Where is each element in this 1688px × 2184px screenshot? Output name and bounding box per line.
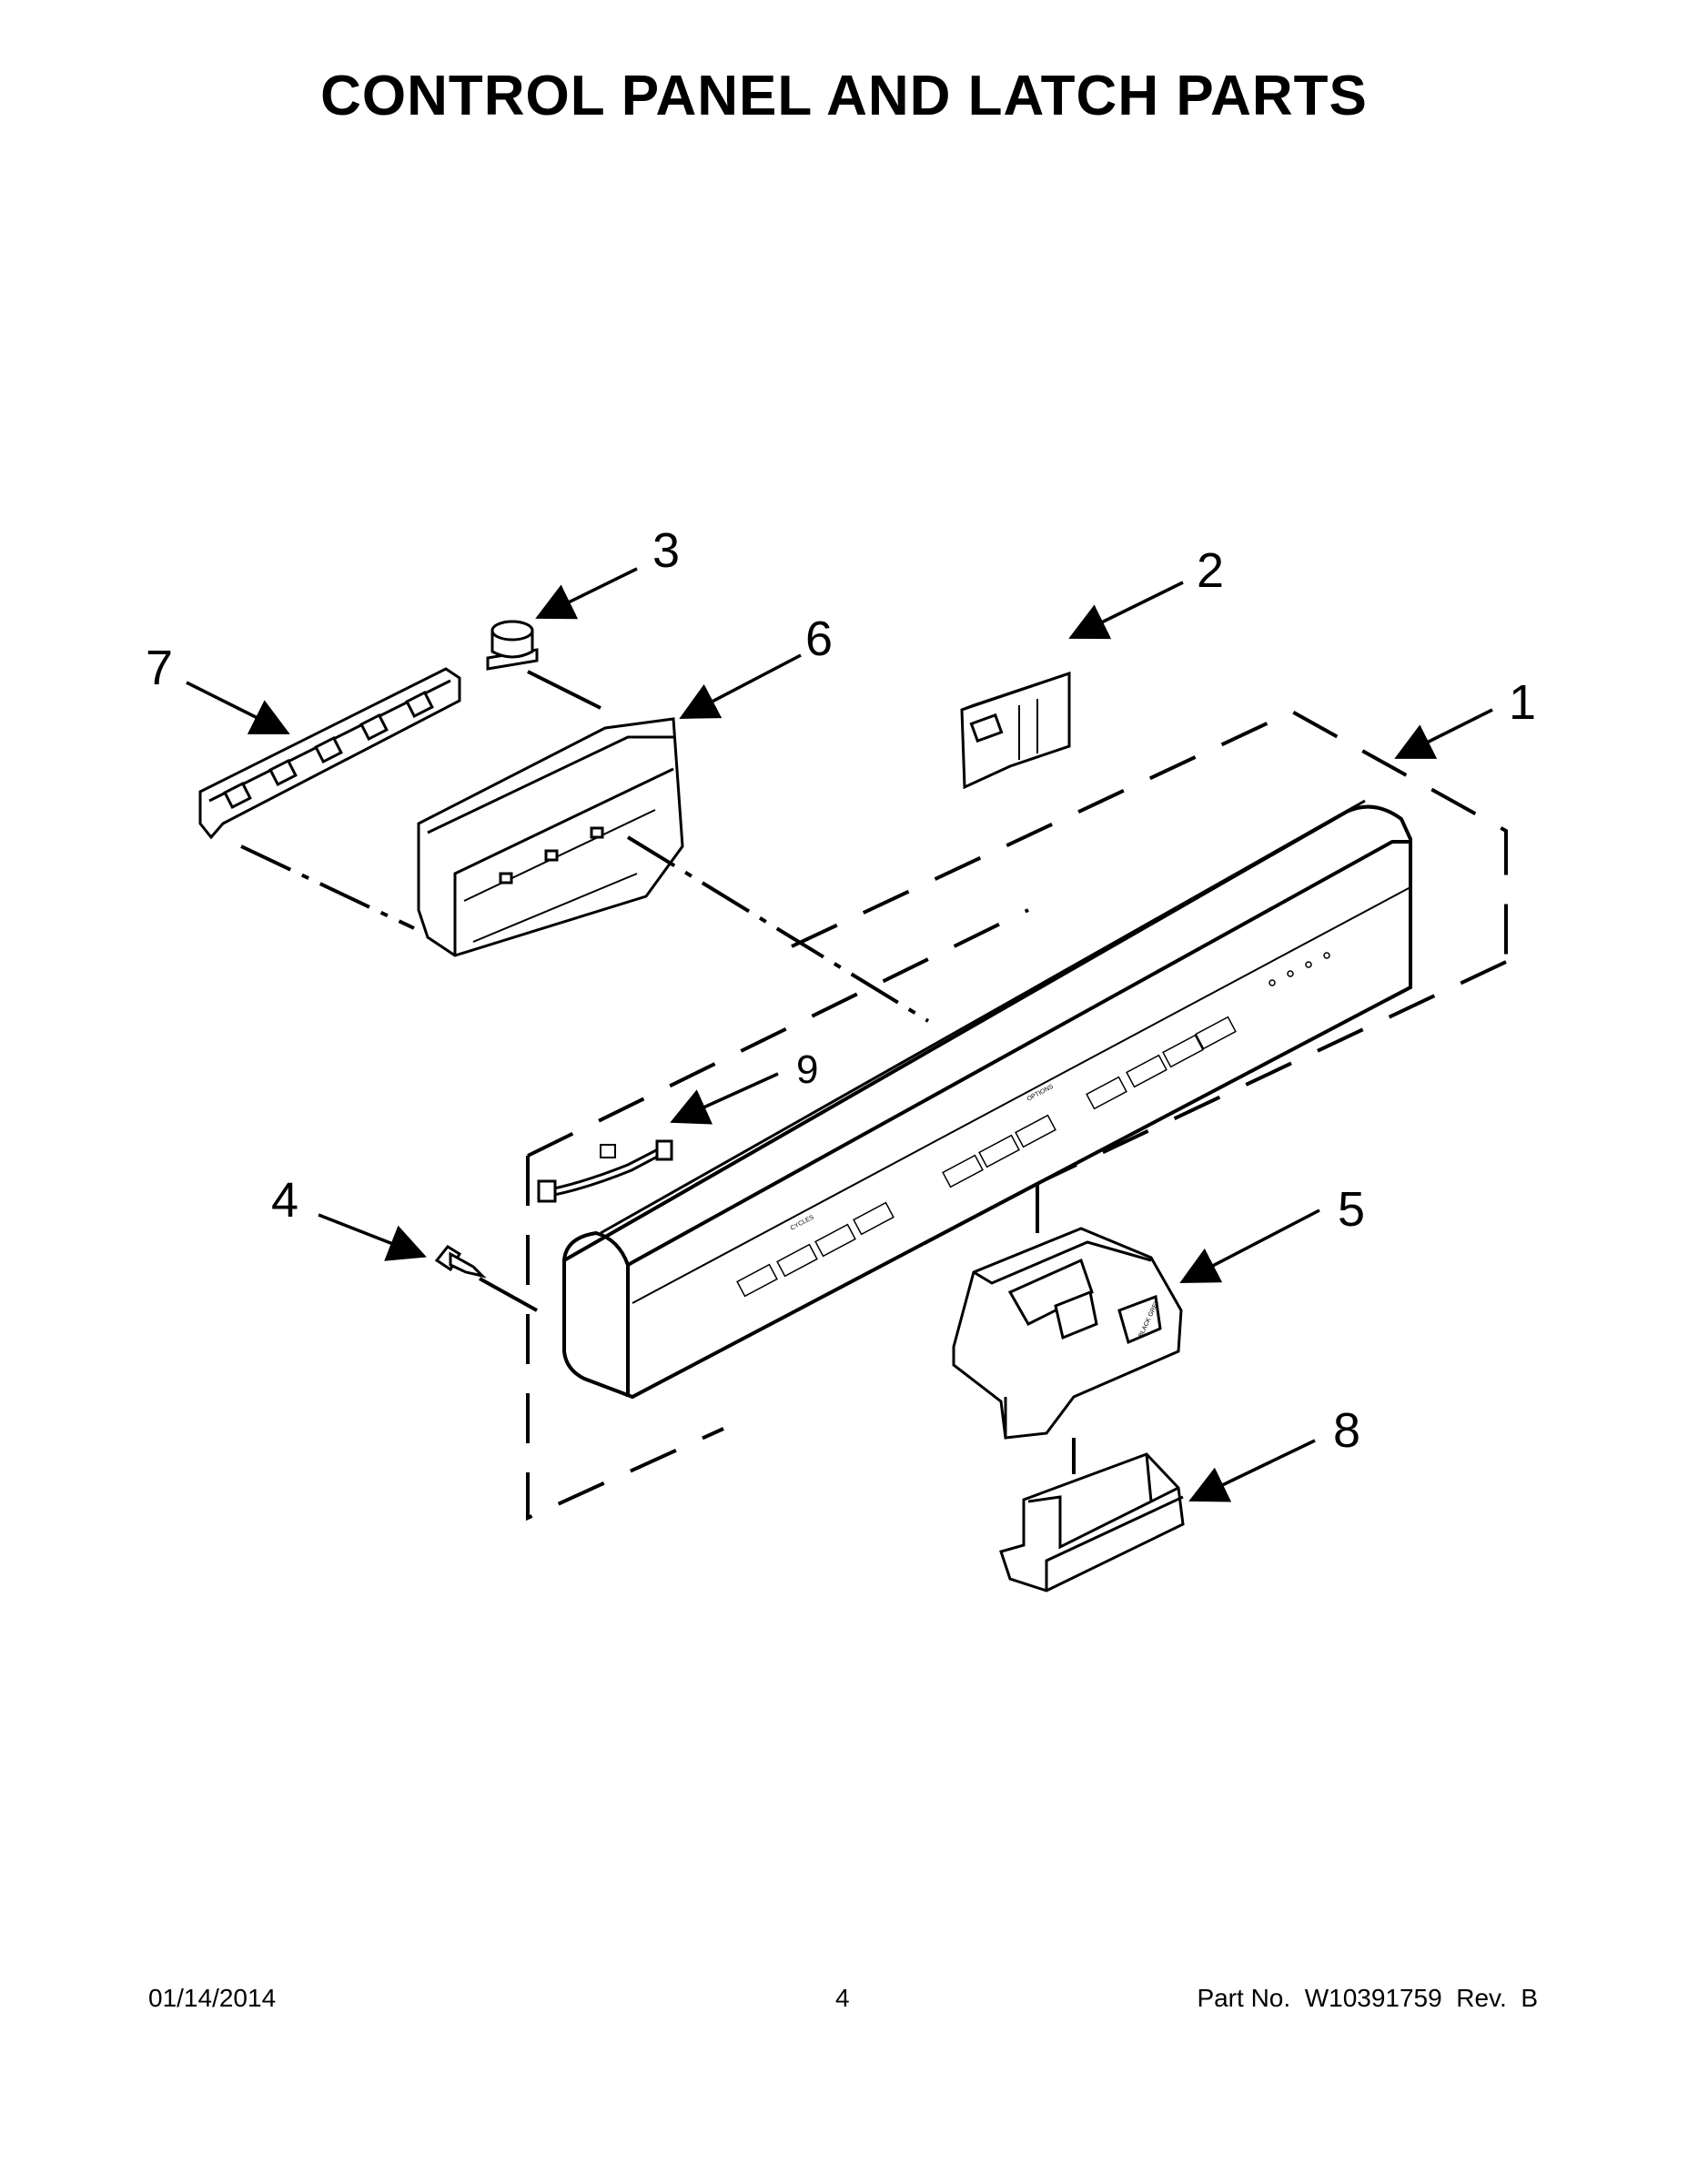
callout-9: 9	[796, 1047, 818, 1092]
bracket-part-7	[198, 667, 461, 840]
callout-labels: 1 2 3 4 5 6 7 8 9	[146, 523, 1536, 1458]
callout-1: 1	[1509, 675, 1536, 730]
latch-assembly-part-5	[952, 1227, 1183, 1440]
page-title: CONTROL PANEL AND LATCH PARTS	[320, 65, 1368, 127]
assembly-solid-leaders	[479, 670, 1076, 1474]
callout-6: 6	[805, 612, 833, 666]
wire-harness-part-9	[537, 1139, 673, 1203]
control-panel-console	[562, 799, 1412, 1400]
footer-part-number: Part No. W10391759 Rev. B	[1197, 1984, 1538, 2012]
control-board-part-6	[417, 717, 684, 957]
bracket-part-2	[960, 671, 1071, 790]
assembly-leader-lines	[240, 835, 1039, 1233]
callout-arrows	[186, 567, 1493, 1502]
footer-page-number: 4	[835, 1984, 850, 2012]
callout-8: 8	[1333, 1403, 1360, 1458]
callout-2: 2	[1197, 543, 1224, 598]
callout-3: 3	[652, 523, 680, 578]
screw-part-4	[434, 1245, 487, 1279]
callout-4: 4	[271, 1173, 298, 1228]
footer-date: 01/14/2014	[148, 1984, 277, 2012]
latch-cover-part-8	[999, 1452, 1185, 1592]
thermal-fuse-part-3	[486, 620, 539, 671]
control-panel-buttons	[736, 1016, 1237, 1298]
status-indicator-lights	[1269, 952, 1330, 986]
callout-7: 7	[146, 641, 173, 695]
callout-5: 5	[1338, 1182, 1365, 1237]
